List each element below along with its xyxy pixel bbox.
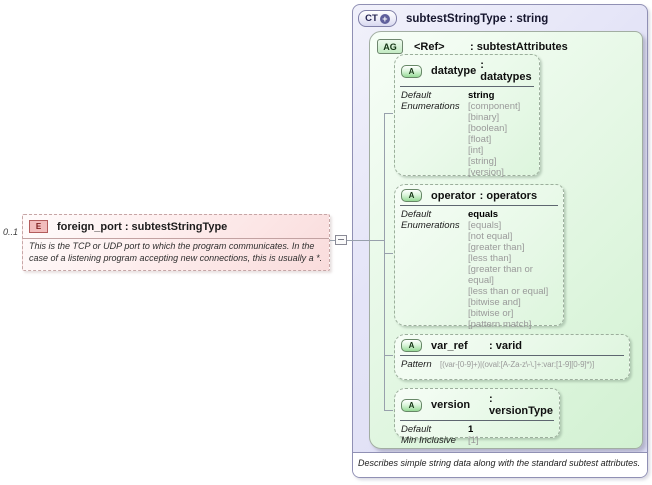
facet-value: [int]: [468, 145, 484, 156]
attribute-group-box[interactable]: AG <Ref> : subtestAttributes A datatype …: [369, 31, 643, 449]
facet-label: Default: [401, 424, 432, 435]
complex-type-annotation: Describes simple string data along with …: [353, 452, 647, 477]
element-title: foreign_port : subtestStringType: [57, 220, 228, 233]
attribute-type: : varid: [489, 339, 523, 352]
complex-type-title: subtestStringType : string: [406, 12, 549, 25]
attribute-group-header: AG <Ref> : subtestAttributes: [370, 32, 642, 54]
attribute-box-var-ref[interactable]: A var_ref : varid Pattern [(var-[0-9]+)|…: [394, 334, 630, 380]
attribute-box-version[interactable]: A version : versionType Default 1 Min In…: [394, 388, 560, 446]
attribute-type: : operators: [479, 189, 538, 202]
connector-stub-var-ref: [384, 355, 393, 356]
element-box-foreign-port[interactable]: E foreign_port : subtestStringType This …: [22, 214, 330, 271]
element-separator: [23, 238, 329, 239]
facet-label: [401, 308, 465, 319]
facet-label: [401, 134, 465, 145]
facet-value: equals: [468, 209, 499, 220]
facet-table: Pattern [(var-[0-9]+)|(oval:[A-Za-z\-\.]…: [395, 356, 629, 370]
facet-label: [401, 264, 465, 286]
attribute-badge: A: [401, 64, 422, 78]
facet-value: [bitwise or]: [468, 308, 514, 319]
cardinality-label: 0..1: [3, 227, 19, 237]
facet-value: [string]: [468, 156, 497, 167]
facet-table: Default 1 Min Inclusive [1]: [395, 421, 559, 446]
facet-value: 1: [468, 424, 474, 435]
facet-label: [401, 319, 465, 330]
attribute-header: A operator : operators: [395, 185, 563, 205]
facet-table: Default equals Enumerations [equals] [no…: [395, 206, 563, 330]
element-badge: E: [29, 220, 48, 233]
facet-label: [401, 156, 465, 167]
attribute-header: A var_ref : varid: [395, 335, 629, 355]
facet-value: [not equal]: [468, 231, 513, 242]
facet-value: [greater than or equal]: [468, 264, 533, 286]
attribute-box-operator[interactable]: A operator : operators Default equals En…: [394, 184, 564, 330]
facet-value: [bitwise and]: [468, 297, 521, 308]
attribute-badge: A: [401, 189, 422, 202]
connector-stub-operator: [384, 253, 393, 254]
attribute-group-type-label: : subtestAttributes: [470, 40, 568, 53]
facet-value: [1]: [468, 435, 479, 446]
complex-type-badge-label: CT: [365, 13, 378, 24]
facet-label: [401, 253, 465, 264]
attribute-type: : versionType: [489, 393, 553, 417]
facet-value: [less than or equal]: [468, 286, 549, 297]
attribute-badge: A: [401, 398, 422, 412]
facet-label: [401, 167, 465, 178]
facet-label: [401, 297, 465, 308]
element-header: E foreign_port : subtestStringType: [23, 215, 329, 236]
facet-label: Default: [401, 90, 432, 101]
facet-value: [greater than]: [468, 242, 525, 253]
facet-label: [401, 242, 465, 253]
facet-value: [(var-[0-9]+)|(oval:[A-Za-z\-\.]+:var:[1…: [440, 360, 595, 369]
attribute-name: version: [431, 399, 471, 411]
attribute-connector-line: [384, 113, 385, 411]
attribute-group-ref-label: <Ref>: [414, 40, 445, 53]
facet-separator: [400, 86, 534, 87]
facet-value: [boolean]: [468, 123, 508, 134]
connector-line: [330, 240, 384, 241]
facet-value: string: [468, 90, 495, 101]
facet-value: [version]: [468, 167, 504, 178]
facet-label: [401, 112, 465, 123]
complex-type-box[interactable]: CT + subtestStringType : string AG <Ref>…: [352, 4, 648, 478]
expand-collapse-handle[interactable]: [335, 235, 347, 245]
facet-value: [equals]: [468, 220, 502, 231]
complex-type-header: CT + subtestStringType : string: [353, 5, 647, 27]
facet-separator: [400, 355, 624, 356]
facet-label: Default: [401, 209, 432, 220]
facet-separator: [400, 420, 554, 421]
attribute-box-datatype[interactable]: A datatype : datatypes Default string En…: [394, 54, 540, 178]
facet-label: [401, 123, 465, 134]
facet-label: Pattern: [401, 359, 432, 370]
connector-stub-datatype: [384, 113, 393, 114]
facet-separator: [400, 205, 558, 206]
facet-value: [binary]: [468, 112, 500, 123]
attribute-group-badge: AG: [377, 39, 403, 54]
attribute-name: datatype: [431, 65, 477, 77]
facet-value: [float]: [468, 134, 492, 145]
attribute-name: var_ref: [431, 339, 468, 352]
facet-label: Enumerations: [401, 220, 460, 231]
connector-stub-version: [384, 410, 393, 411]
expand-plus-icon[interactable]: +: [379, 13, 390, 24]
facet-value: [component]: [468, 101, 521, 112]
facet-value: [less than]: [468, 253, 512, 264]
facet-table: Default string Enumerations [component] …: [395, 87, 539, 178]
attribute-name: operator: [431, 189, 476, 202]
attribute-badge: A: [401, 339, 422, 352]
facet-label: [401, 231, 465, 242]
facet-label: [401, 145, 465, 156]
attribute-header: A datatype : datatypes: [395, 55, 539, 86]
element-annotation: This is the TCP or UDP port to which the…: [29, 241, 323, 263]
attribute-header: A version : versionType: [395, 389, 559, 420]
facet-label: [401, 286, 465, 297]
facet-value: [pattern match]: [468, 319, 532, 330]
complex-type-badge: CT +: [358, 10, 397, 27]
facet-label: Min Inclusive: [401, 435, 456, 446]
attribute-type: : datatypes: [480, 59, 532, 83]
facet-label: Enumerations: [401, 101, 460, 112]
